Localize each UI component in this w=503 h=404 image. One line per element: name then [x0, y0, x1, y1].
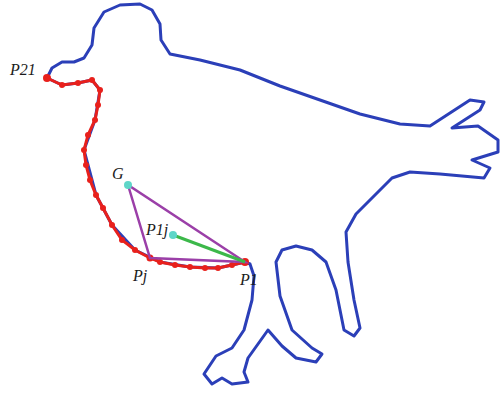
bird-outline	[47, 4, 498, 384]
point-label: P1	[240, 272, 258, 288]
triangle	[128, 185, 245, 262]
centroid-line	[173, 235, 245, 262]
point-label: Pj	[133, 268, 147, 284]
point-label: P1j	[146, 222, 168, 238]
point-label: P21	[10, 62, 36, 78]
contour-dots	[43, 74, 249, 271]
point-P1j	[169, 231, 177, 239]
point-G	[124, 181, 132, 189]
point-label: G	[112, 166, 124, 182]
contour-points	[47, 78, 245, 268]
